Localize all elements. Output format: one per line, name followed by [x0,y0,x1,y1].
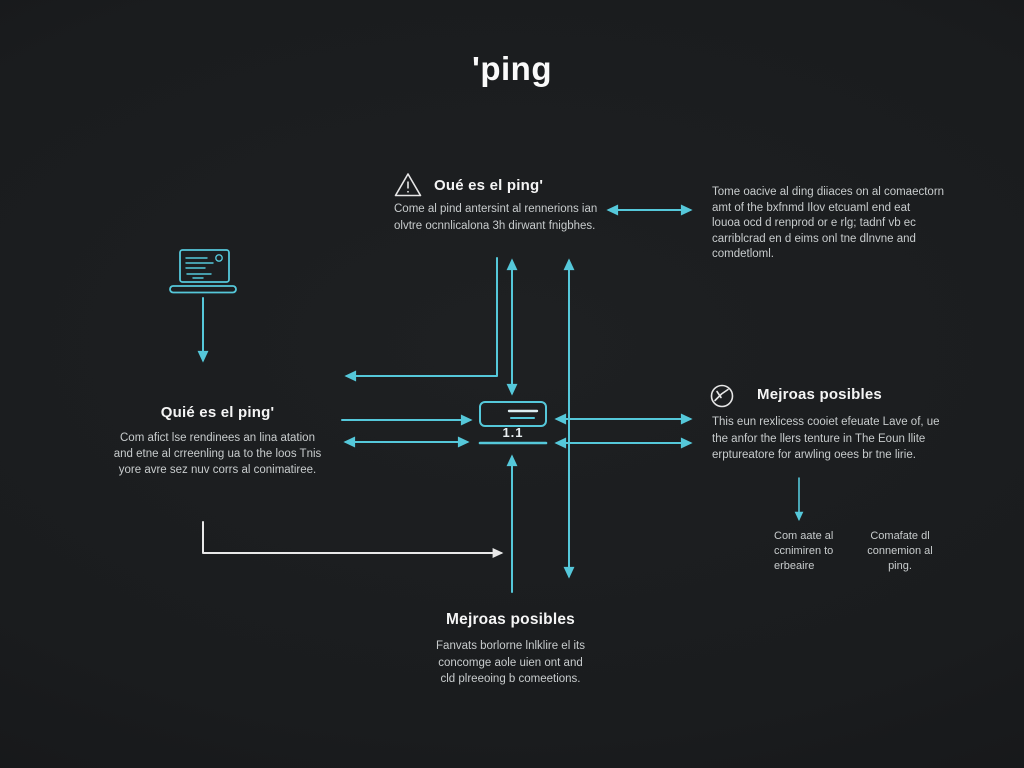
text-line: connemion al [867,545,933,557]
connector-arrows [197,204,804,593]
top-center-heading: Oué es el ping' [434,177,544,194]
text-line: louoa ocd d renprod or e rlg; tadnf vb e… [712,217,916,229]
text-line: olvtre ocnnlicalona 3h dirwant fnigbhes. [394,220,596,232]
text-line: yore avre sez nuv corrs al conimatiree. [118,464,317,476]
bottom-right-col2: Comafate dl connemion al ping. [858,529,942,574]
left-body: Com afict lse rendinees an lina atation … [85,430,350,478]
text-line: Com afict lse rendinees an lina atation [120,432,315,444]
laptop-icon [169,249,237,294]
text-line: Come al pind antersint al rennerions ian [394,203,598,215]
right-body: This eun rexlicess cooiet efeuate Lave o… [712,414,940,464]
top-center-body: Come al pind antersint al rennerions ian… [394,201,597,235]
page-title: 'ping [472,50,552,87]
top-right-body: Tome oacive al ding diiaces on al comaec… [712,185,944,263]
left-heading: Quié es el ping' [160,404,275,421]
text-line: Fanvats borlorne lnlklire el its [436,640,585,652]
text-line: erptureatore for arwling oees br tne lir… [712,449,916,461]
left-block: Quié es el ping' Com afict lse rendinees… [85,404,350,478]
text-line: ccnimiren to [774,545,834,557]
bottom-center-block: Mejroas posibles Fanvats borlorne lnlkli… [383,611,638,688]
elbow-arrow-left [344,257,498,382]
text-line: Com aate al [774,530,834,542]
text-line: ping. [888,560,912,572]
text-line: Comafate dl [870,530,930,542]
text-line: amt of the bxfnmd Ilov etcuaml end eat [712,201,911,214]
text-line: erbeaire [774,560,815,572]
bottom-right-col1: Com aate al ccnimiren to erbeaire [774,529,833,574]
right-heading: Mejroas posibles [757,386,882,403]
white-elbow-arrow [202,521,504,559]
text-line: concomge aole uien ont and [438,656,583,669]
text-line: and etne al crreenling ua to the loos Tn… [113,448,322,460]
bottom-center-heading: Mejroas posibles [446,611,575,628]
text-line: carriblcrad en d eims onl tne dlnvne and [712,232,916,245]
text-line: the anfor the llers tenture in The Eoun … [712,432,926,445]
text-line: This eun rexlicess cooiet efeuate Lave o… [712,416,940,428]
text-line: comdetloml. [712,248,774,260]
monitor-label: 1.1 [502,425,524,440]
text-line: Tome oacive al ding diiaces on al comaec… [712,186,945,198]
warning-triangle-icon [394,173,422,197]
bottom-center-body: Fanvats borlorne lnlklire el its concomg… [383,638,638,688]
text-line: cld plreeoing b comeetions. [440,673,581,685]
circle-check-icon [710,384,734,408]
